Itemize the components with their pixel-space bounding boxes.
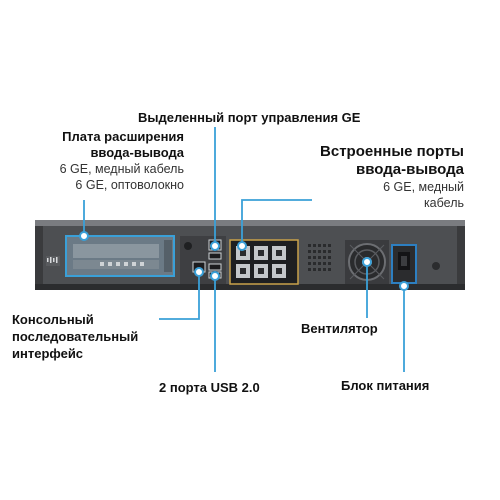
label-mgmt-port: Выделенный порт управления GE <box>138 110 361 125</box>
label-expansion-card-line2: 6 GE, оптоволокно <box>75 178 184 192</box>
expansion-card-bay <box>65 235 175 277</box>
label-usb: 2 порта USB 2.0 <box>159 380 260 395</box>
callout-dots <box>79 231 409 291</box>
label-psu: Блок питания <box>341 378 430 393</box>
builtin-ports-block <box>229 239 299 285</box>
fan-icon <box>345 240 389 284</box>
power-supply-icon <box>391 244 440 284</box>
label-builtin-ports-line1: 6 GE, медный <box>383 180 464 194</box>
label-console-line3: интерфейс <box>12 346 84 361</box>
label-fan: Вентилятор <box>301 321 378 336</box>
label-console: Консольный последовательный интерфейс <box>12 311 138 362</box>
label-console-line1: Консольный <box>12 312 94 327</box>
label-builtin-ports: Встроенные порты ввода-вывода 6 GE, медн… <box>300 143 464 211</box>
callout-lines <box>83 127 405 372</box>
label-builtin-ports-line2: кабель <box>423 196 464 210</box>
label-builtin-ports-title1: Встроенные порты <box>320 143 464 160</box>
cisco-logo-icon <box>46 256 60 266</box>
label-console-line2: последовательный <box>12 329 139 344</box>
label-expansion-card-title2: ввода-вывода <box>90 145 184 160</box>
vent-grid <box>308 244 331 271</box>
label-builtin-ports-title2: ввода-вывода <box>356 161 464 178</box>
label-expansion-card: Плата расширения ввода-вывода 6 GE, медн… <box>0 129 184 193</box>
label-expansion-card-line1: 6 GE, медный кабель <box>59 162 184 176</box>
label-expansion-card-title1: Плата расширения <box>62 129 184 144</box>
